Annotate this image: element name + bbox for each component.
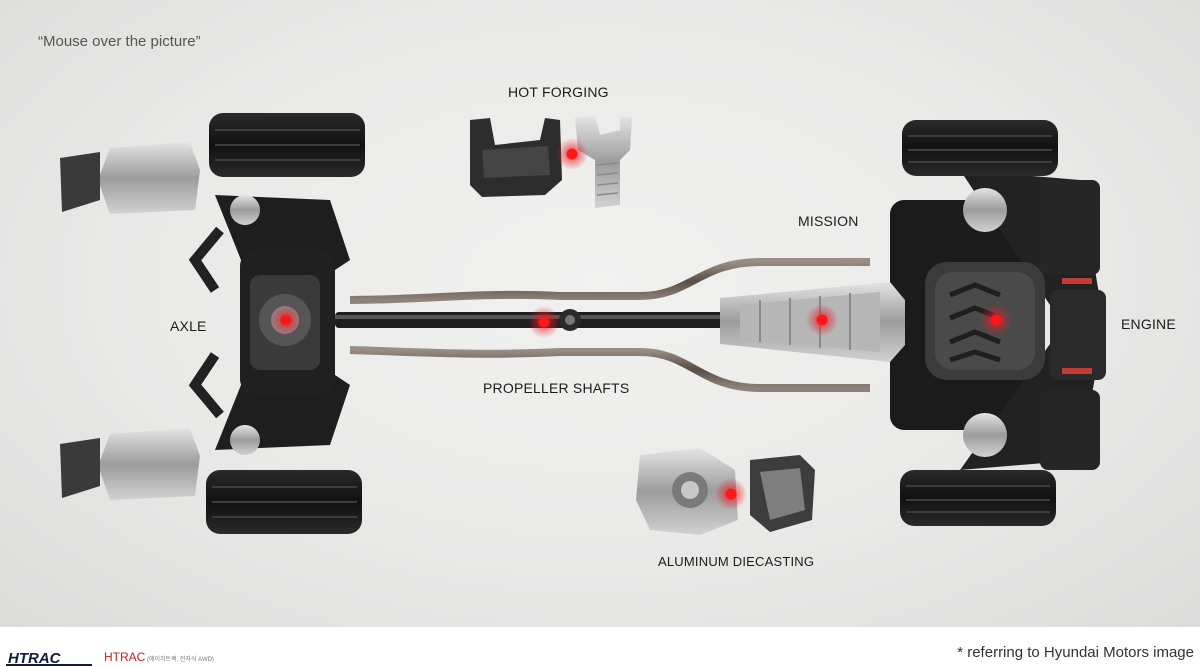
hotspot-aluminum-diecasting[interactable] — [715, 478, 747, 510]
label-axle: AXLE — [170, 318, 207, 334]
aluminum-diecasting-parts — [636, 448, 815, 535]
mouse-over-hint: “Mouse over the picture” — [38, 33, 201, 50]
chassis-image-stage[interactable]: “Mouse over the picture” HOT FORGING MIS… — [0, 0, 1200, 627]
label-mission: MISSION — [798, 213, 859, 229]
label-propeller-shafts: PROPELLER SHAFTS — [483, 380, 630, 396]
htrac-logo-text: HTRAC — [8, 650, 62, 666]
image-credit-note: * referring to Hyundai Motors image — [957, 644, 1194, 661]
footer — [0, 627, 1200, 667]
brand-label: HTRAC — [104, 650, 146, 664]
hotspot-axle[interactable] — [270, 304, 302, 336]
chassis-illustration — [60, 113, 1106, 535]
hotspot-hot-forging[interactable] — [556, 138, 588, 170]
hotspot-engine[interactable] — [980, 304, 1012, 336]
label-aluminum-diecasting: ALUMINUM DIECASTING — [658, 554, 815, 569]
htrac-logo: HTRAC — [6, 650, 92, 666]
tires — [206, 113, 1058, 534]
exhaust-pipes — [349, 258, 870, 392]
hot-forging-parts — [470, 116, 632, 208]
label-hot-forging: HOT FORGING — [508, 84, 609, 100]
brand-subtitle: (에이치트랙, 전자식 AWD) — [147, 657, 214, 663]
hotspot-mission[interactable] — [806, 304, 838, 336]
hotspot-propeller-shafts[interactable] — [528, 306, 560, 338]
label-engine: ENGINE — [1121, 316, 1176, 332]
mufflers — [60, 142, 200, 500]
